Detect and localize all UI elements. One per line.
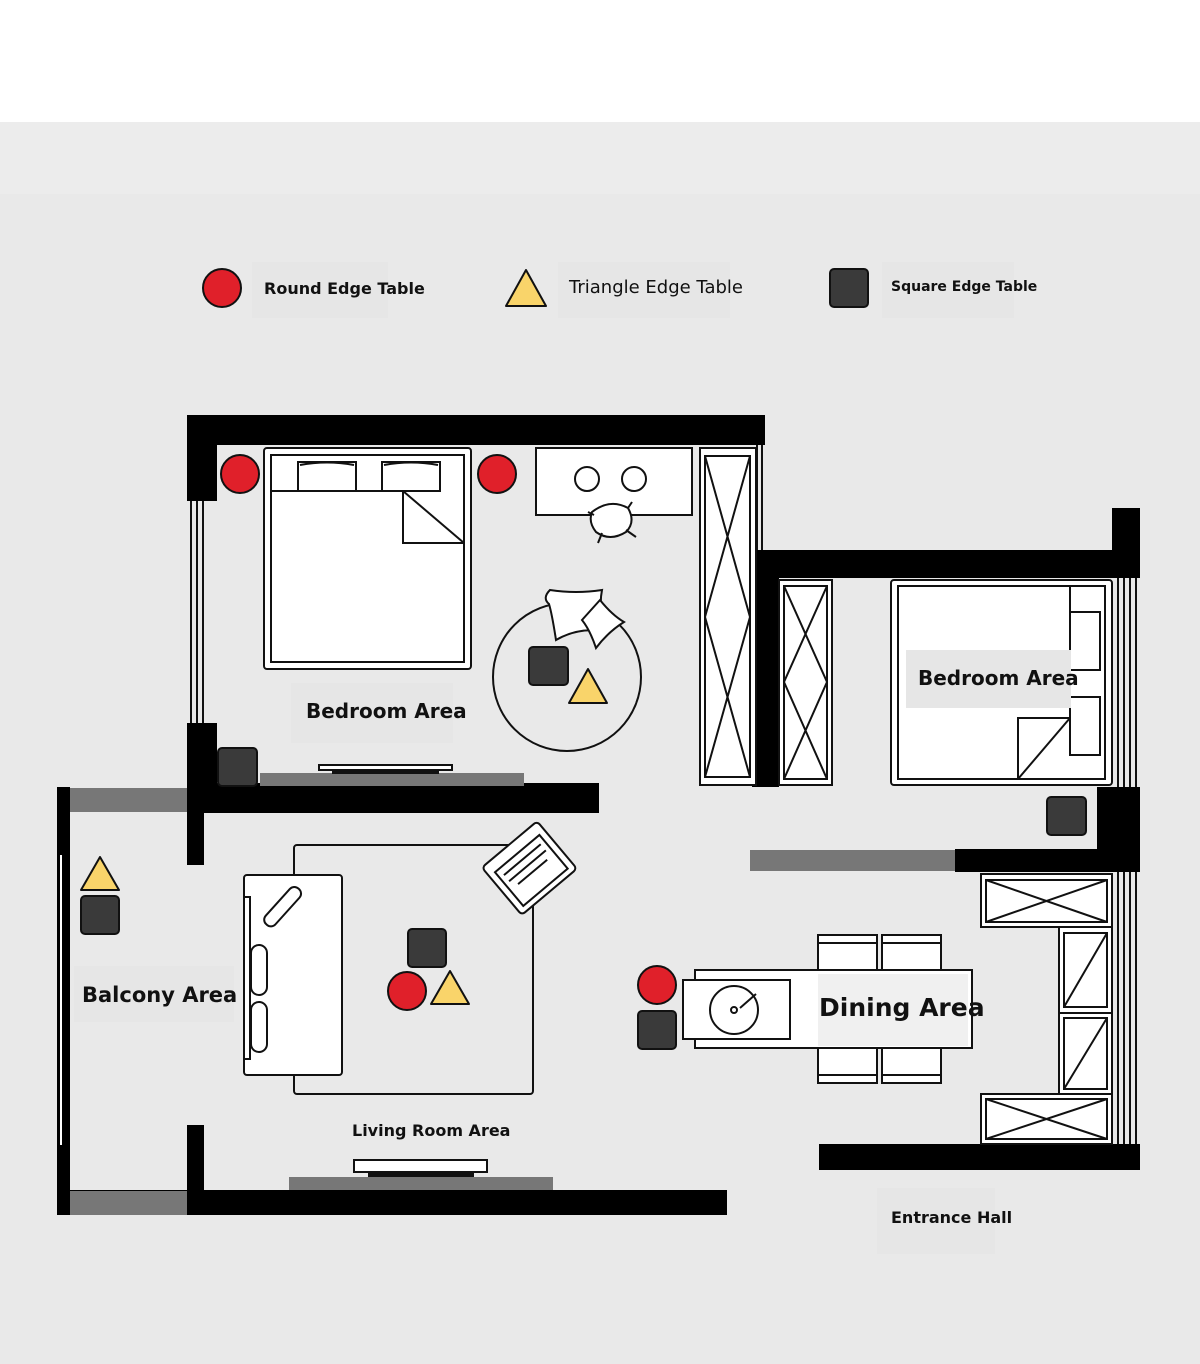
square-table-legend-icon [829,268,869,308]
legend-label-bg [558,262,730,318]
square-table-marker [80,895,120,935]
round-table-legend-label: Round Edge Table [264,279,425,298]
square-table-marker [217,747,258,787]
triangle-table-legend-icon [505,269,547,307]
round-table-marker [387,971,427,1011]
triangle-table-marker [430,970,470,1005]
pillow [1069,611,1101,671]
windows [60,445,1137,1215]
living-room-label: Living Room Area [352,1121,510,1140]
round-table-marker [637,965,677,1005]
room-labels: Bedroom Area Bedroom Area Balcony Area L… [74,650,1079,1254]
legend-label-bg [252,262,388,318]
left-bedroom-label: Bedroom Area [306,699,467,723]
square-table-marker [528,646,569,686]
table-markers [80,454,1087,1050]
legend-label-bg [882,262,1014,318]
pillow [297,461,357,492]
legend: Round Edge Table Triangle Edge Table Squ… [202,262,1037,318]
balcony-label: Balcony Area [82,983,237,1007]
right-bedroom-label: Bedroom Area [918,666,1079,690]
pillow [381,461,441,492]
pillow [1069,696,1101,756]
tv [318,764,453,771]
wardrobe [778,579,833,786]
top-band [0,122,1200,194]
left-bedroom-furniture [263,447,757,786]
dining-label: Dining Area [819,993,985,1022]
tv [353,1159,488,1173]
double-bed [263,447,472,670]
round-table-marker [477,454,517,494]
square-table-marker [407,928,447,968]
triangle-table-legend-label: Triangle Edge Table [568,277,743,298]
entrance-hall-label: Entrance Hall [891,1208,1012,1227]
desk-chair [589,502,633,538]
armchair [482,821,577,915]
wardrobe [699,447,757,786]
square-table-legend-label: Square Edge Table [891,279,1037,295]
square-table-marker [1046,796,1087,836]
remote [263,885,303,928]
living-room-furniture [243,821,577,1177]
round-table-marker [220,454,260,494]
triangle-table-marker [80,856,120,891]
round-table-legend-icon [202,268,242,308]
square-table-marker [637,1010,677,1050]
triangle-table-marker [568,668,608,704]
